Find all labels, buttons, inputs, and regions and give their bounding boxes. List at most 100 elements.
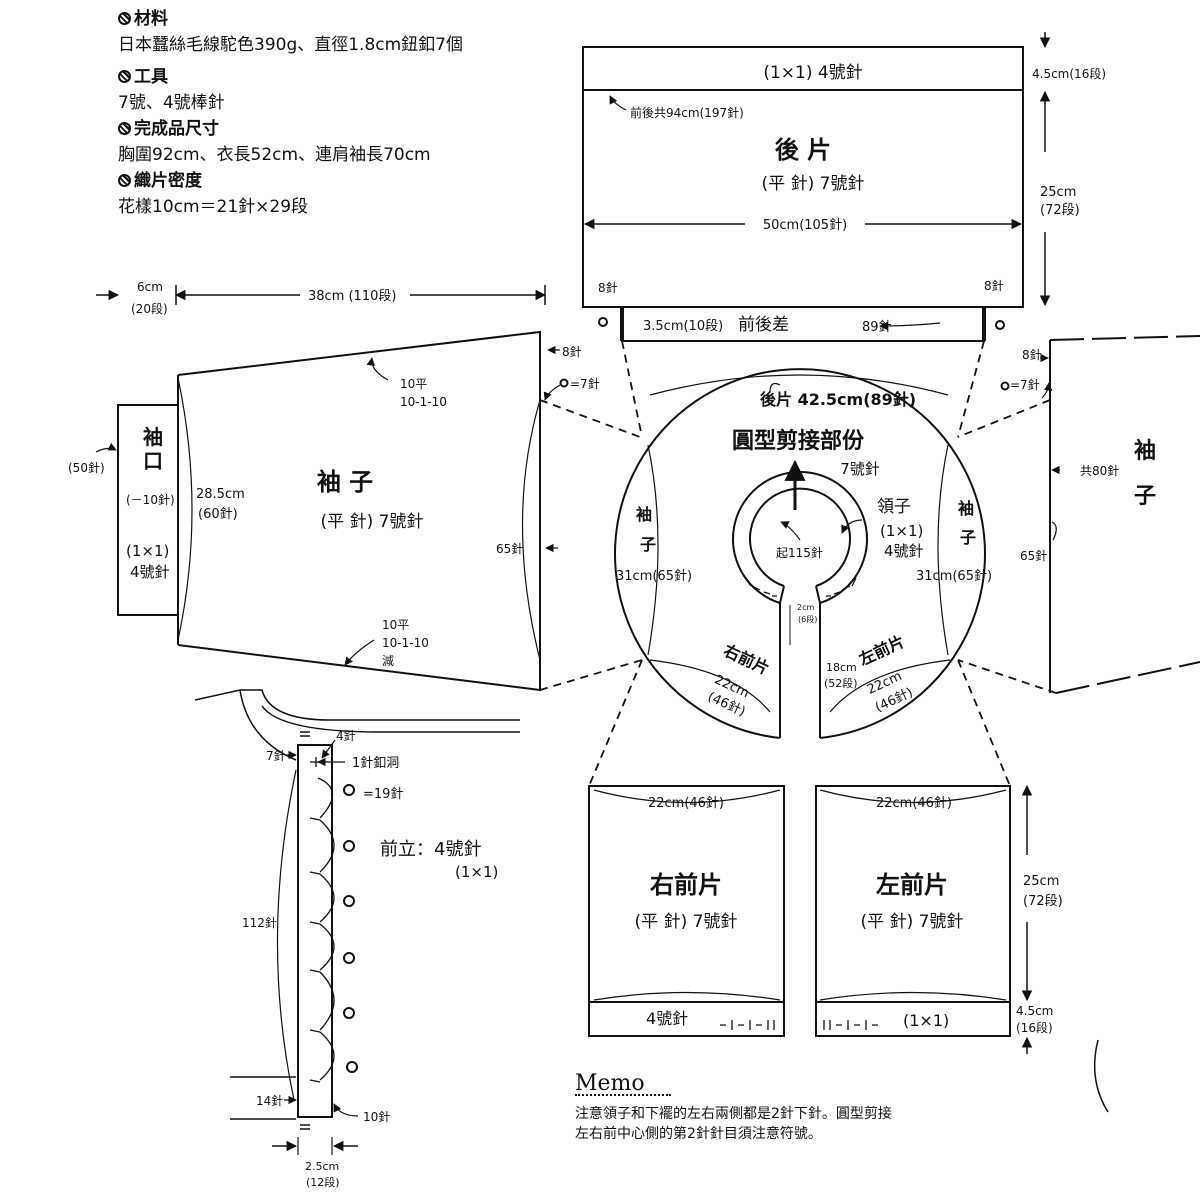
yoke-depth-cm: 18cm <box>826 661 857 674</box>
marker-circle-icon <box>598 317 608 327</box>
right-front-piece <box>588 785 785 1037</box>
button-circle-icon <box>346 1061 358 1073</box>
memo-line-2: 左右前中心側的第2針針目須注意符號。 <box>575 1126 822 1142</box>
bullet-icon <box>118 70 131 83</box>
collar-inner-arc <box>749 487 851 587</box>
band-4: 4針 <box>336 728 356 743</box>
left-front-rib-cm: 4.5cm <box>1016 1004 1053 1018</box>
cuff-title-b: 口 <box>143 449 163 473</box>
gauge-text: 花樣10cm＝21針×29段 <box>118 197 309 217</box>
band-rib: (1×1) <box>455 863 498 881</box>
bullet-icon <box>118 122 131 135</box>
back-diff-height: 3.5cm(10段) <box>643 319 723 334</box>
tools-heading: 工具 <box>118 64 463 90</box>
band-7: 7針 <box>266 748 286 763</box>
bullet-icon <box>118 174 131 187</box>
back-diff-stitches: 89針 <box>862 320 892 335</box>
materials-heading: 材料 <box>118 6 463 32</box>
band-buttonhole: 1針釦洞 <box>352 755 399 771</box>
bullet-icon <box>118 12 131 25</box>
band-10: 10針 <box>363 1109 390 1124</box>
sleeve-inc-a: 10平 <box>400 377 427 391</box>
sleeve-dec-a: 10平 <box>382 618 409 632</box>
right-sleeve-title-b: 子 <box>1134 484 1156 509</box>
right-sleeve-top-8: 8針 <box>1022 347 1042 362</box>
left-front-piece <box>815 784 1109 1113</box>
back-right-8: 8針 <box>984 278 1004 293</box>
collar-title: 領子 <box>877 497 911 517</box>
right-sleeve <box>1000 335 1200 694</box>
yoke-title: 圓型剪接部份 <box>732 428 865 454</box>
yoke-sleeve-left-b: 子 <box>640 535 656 554</box>
collar-needle: 4號針 <box>884 542 924 560</box>
right-sleeve-total: 共80針 <box>1080 463 1119 478</box>
yoke-back-label: 後片 42.5cm(89針) <box>760 390 916 409</box>
right-front-needle: 4號針 <box>646 1009 688 1028</box>
band-title: 前立：4號針 <box>380 839 481 860</box>
back-rib-height: 4.5cm(16段) <box>1032 66 1106 81</box>
button-circle-icon <box>343 952 355 964</box>
front-band <box>194 689 520 1155</box>
left-front-title: 左前片 <box>876 871 948 899</box>
round-yoke <box>539 340 1057 787</box>
yoke-gap-cm: 2cm <box>797 603 814 612</box>
cuff-stitches: (50針) <box>68 460 105 475</box>
sleeve-dec-b: 10-1-10 <box>382 636 429 650</box>
memo-title: Memo <box>575 1073 671 1096</box>
back-height-rows: (72段) <box>1040 203 1080 218</box>
sleeve-title: 袖 子 <box>317 468 373 496</box>
button-circle-icon <box>343 840 355 852</box>
sleeve-eq-7: =7針 <box>570 376 600 391</box>
collar-rib: (1×1) <box>880 522 923 540</box>
band-width-rows: (12段) <box>306 1175 340 1189</box>
front-band-outline <box>297 744 333 1118</box>
button-circle-icon <box>343 895 355 907</box>
info-block: 材料 日本蠶絲毛線駝色390g、直徑1.8cm鈕釦7個 工具 7號、4號棒針 完… <box>118 6 463 220</box>
back-width: 50cm(105針) <box>763 218 847 233</box>
right-front-title: 右前片 <box>650 871 722 899</box>
right-front-stitch: (平 針) 7號針 <box>635 912 738 932</box>
button-circle-icon <box>343 1007 355 1019</box>
yoke-right-front: 右前片 <box>721 641 773 679</box>
yoke-needle: 7號針 <box>840 460 880 478</box>
back-rib-label: (1×1) 4號針 <box>763 63 862 83</box>
right-front-width: 22cm(46針) <box>648 796 724 811</box>
sleeve-length: 38cm (110段) <box>308 289 396 304</box>
yoke-sleeve-left-width: 31cm(65針) <box>616 569 692 584</box>
back-height-cm: 25cm <box>1040 185 1076 200</box>
sleeve-width-cm: 28.5cm <box>196 487 245 502</box>
collar-outer-arc <box>732 471 868 604</box>
left-front-rib-rows: (16段) <box>1016 1020 1053 1035</box>
left-front-height-cm: 25cm <box>1023 874 1059 889</box>
left-sleeve <box>95 285 569 692</box>
button-circle-icon <box>343 784 355 796</box>
cuff-needle: 4號針 <box>130 563 170 581</box>
band-eq-19: =19針 <box>363 787 403 802</box>
cuff-title-a: 袖 <box>143 425 163 449</box>
sleeve-outline <box>177 330 541 692</box>
yoke-sleeve-left-a: 袖 <box>636 505 652 524</box>
back-diff-label: 前後差 <box>738 315 789 335</box>
left-front-height-rows: (72段) <box>1023 894 1063 909</box>
cuff-rib: (1×1) <box>126 542 169 560</box>
back-title: 後 片 <box>775 136 831 164</box>
cuff-decrease: (－10針) <box>126 492 175 507</box>
memo-line-1: 注意領子和下襬的左右兩側都是2針下針。圓型剪接 <box>575 1106 892 1122</box>
band-14: 14針 <box>256 1093 283 1108</box>
sleeve-top-8: 8針 <box>562 344 582 359</box>
sleeve-dec-c: 減 <box>382 653 394 668</box>
sleeve-stitch: (平 針) 7號針 <box>321 512 424 532</box>
yoke-sleeve-right-a: 袖 <box>958 499 974 518</box>
sleeve-65: 65針 <box>496 541 523 556</box>
band-width-cm: 2.5cm <box>305 1160 339 1173</box>
marker-circle-icon <box>995 320 1005 330</box>
sleeve-width-st: (60針) <box>198 507 238 522</box>
size-text: 胸圍92cm、衣長52cm、連肩袖長70cm <box>118 145 431 165</box>
memo-box: Memo 注意領子和下襬的左右兩側都是2針下針。圓型剪接 左右前中心側的第2針針… <box>575 1073 892 1144</box>
right-front-outline <box>588 785 785 1037</box>
left-front-outline <box>815 785 1011 1037</box>
yoke-depth-rows: (52段) <box>824 676 858 690</box>
tools-text: 7號、4號棒針 <box>118 93 225 113</box>
yoke-sleeve-right-width: 31cm(65針) <box>916 569 992 584</box>
